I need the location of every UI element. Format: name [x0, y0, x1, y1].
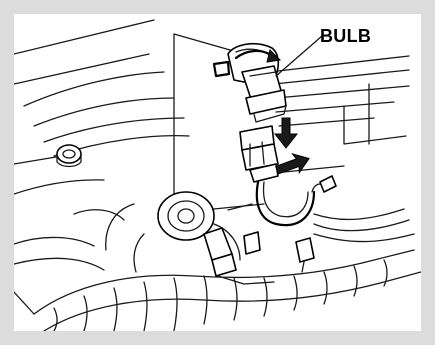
- press-arrow: [274, 149, 313, 179]
- bulb-callout-label: BULB: [320, 26, 371, 47]
- down-arrow: [275, 118, 297, 148]
- headlight-bulb-illustration: [14, 14, 421, 331]
- engine-bay-lines: [14, 210, 124, 314]
- body-panel-lines: [14, 20, 244, 214]
- wiring-harness: [257, 176, 414, 242]
- harness-clip: [296, 238, 314, 272]
- connector: [240, 126, 278, 182]
- mounting-bolt: [57, 145, 81, 167]
- bulb-callout-leader: [276, 36, 322, 76]
